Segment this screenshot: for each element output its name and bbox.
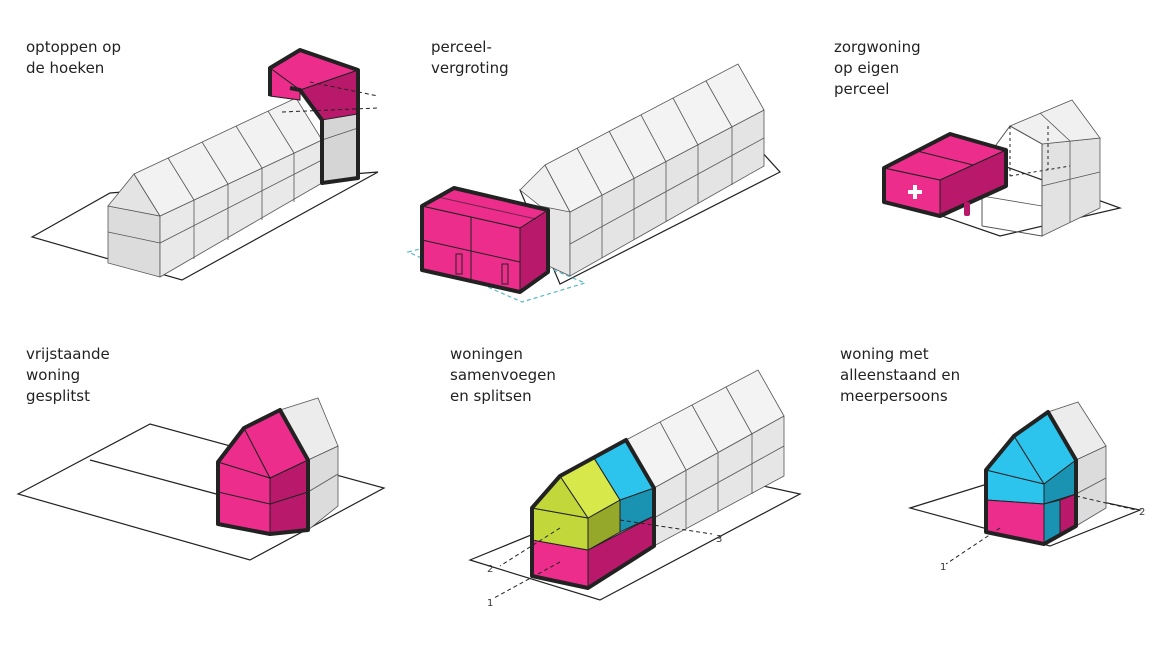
house-roof bbox=[1009, 99, 1101, 145]
callout-2: 2 bbox=[1139, 507, 1145, 518]
panel-care bbox=[881, 99, 1123, 237]
label-single: woning met alleenstaand en meerpersoons bbox=[840, 345, 961, 405]
door bbox=[501, 263, 509, 285]
corner-topup-outline bbox=[268, 48, 360, 185]
extension-outline bbox=[420, 186, 550, 294]
callout-1: 1 bbox=[940, 562, 946, 573]
callout-1: 1 bbox=[487, 598, 493, 609]
row-roof bbox=[544, 63, 765, 213]
callout-3: 3 bbox=[716, 534, 722, 545]
plot-outline bbox=[16, 423, 386, 561]
callout-2: 2 bbox=[487, 564, 493, 575]
label-plot: perceel- vergroting bbox=[431, 38, 509, 77]
label-merge: woningen samenvoegen en splitsen bbox=[450, 345, 556, 405]
label-detached: vrijstaande woning gesplitst bbox=[26, 345, 110, 405]
panel-plot bbox=[406, 63, 781, 303]
label-corners: optoppen op de hoeken bbox=[26, 38, 122, 77]
single-outline bbox=[984, 410, 1078, 546]
door bbox=[455, 253, 463, 275]
house-front-outline bbox=[216, 408, 310, 536]
person-icon bbox=[964, 195, 970, 216]
merge-outline bbox=[530, 438, 656, 590]
panel-single: 1 2 bbox=[907, 401, 1145, 573]
panel-detached bbox=[16, 397, 386, 561]
plus-icon bbox=[908, 185, 922, 199]
panel-merge: 2 1 3 bbox=[468, 369, 802, 609]
house-side-wall bbox=[1041, 137, 1101, 237]
label-care: zorgwoning op eigen perceel bbox=[834, 38, 921, 98]
care-unit-outline bbox=[882, 132, 1008, 218]
panel-corners bbox=[30, 48, 379, 281]
house-back-wall bbox=[307, 445, 339, 531]
